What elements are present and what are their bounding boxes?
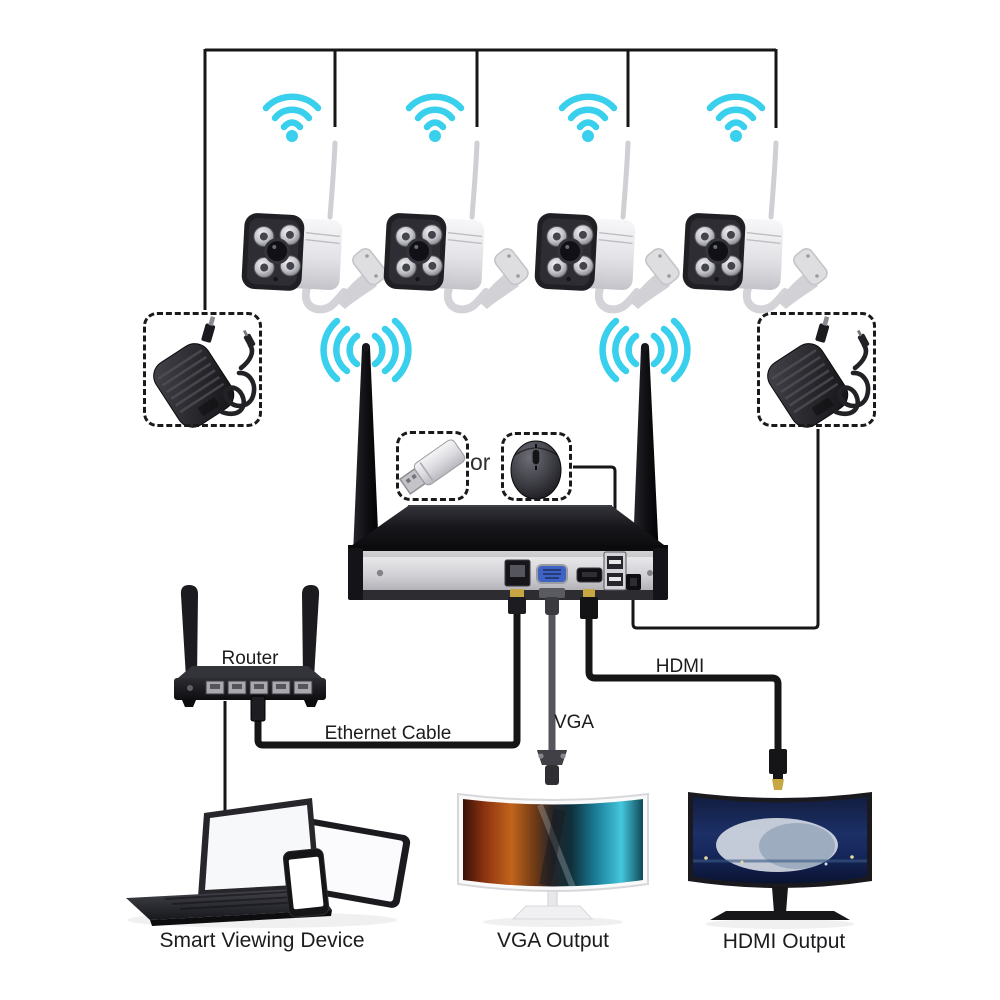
- wireless-camera-3: [534, 141, 682, 309]
- wifi-icon: [710, 97, 762, 142]
- or-label: or: [470, 449, 491, 475]
- cables: [254, 608, 782, 755]
- mouse-box: [501, 432, 572, 501]
- antenna-signal-icon: [599, 317, 691, 383]
- wifi-icon: [266, 97, 318, 142]
- ethernet-cable-label: Ethernet Cable: [324, 723, 452, 744]
- smartphone: [282, 848, 330, 918]
- vga-output-label: VGA Output: [496, 929, 610, 952]
- hdmi-label: HDMI: [655, 656, 705, 677]
- usb-mouse: [510, 440, 562, 500]
- ethernet-port: [504, 559, 531, 587]
- wireless-camera-1: [241, 141, 389, 309]
- router-ports: [205, 680, 313, 695]
- vga-label: VGA: [553, 712, 595, 733]
- wireless-camera-2: [383, 141, 531, 309]
- vga-connector: [537, 750, 567, 785]
- wifi-icon: [562, 97, 614, 142]
- hdmi-cable-line: [585, 610, 782, 755]
- vga-port: [536, 564, 568, 584]
- hdmi-monitor: [688, 792, 872, 929]
- hdmi-port: [576, 567, 603, 583]
- usb-drive-box: [396, 431, 469, 501]
- hdmi-output-label: HDMI Output: [722, 930, 846, 953]
- smart-viewing-devices: [126, 798, 411, 928]
- wifi-router: [174, 585, 326, 722]
- nvr-power-line: [631, 429, 820, 630]
- usb-ports: [603, 551, 627, 591]
- wireless-nvr: [348, 505, 668, 600]
- antenna-signal-icon: [320, 317, 412, 383]
- nvr-plugs: [508, 588, 598, 619]
- mouse-usb-line: [573, 465, 617, 556]
- wifi-icon: [409, 97, 461, 142]
- wifi-icons-row: [266, 97, 762, 142]
- router-label: Router: [221, 648, 279, 669]
- wireless-camera-4: [682, 141, 830, 309]
- smart-viewing-device-label: Smart Viewing Device: [159, 929, 365, 952]
- router-ethernet-plug: [250, 695, 266, 722]
- ethernet-plug: [510, 589, 524, 598]
- ethernet-cable-line: [254, 608, 521, 749]
- power-adapter-right-box: [757, 312, 876, 427]
- hdmi-connector: [769, 749, 787, 790]
- vga-plug: [539, 588, 565, 598]
- cameras-row: [241, 141, 830, 309]
- vga-monitor: [457, 792, 649, 927]
- hdmi-plug: [583, 589, 595, 598]
- power-port: [626, 574, 641, 590]
- power-adapter-left-box: [143, 312, 262, 427]
- connector-lines: [203, 48, 820, 816]
